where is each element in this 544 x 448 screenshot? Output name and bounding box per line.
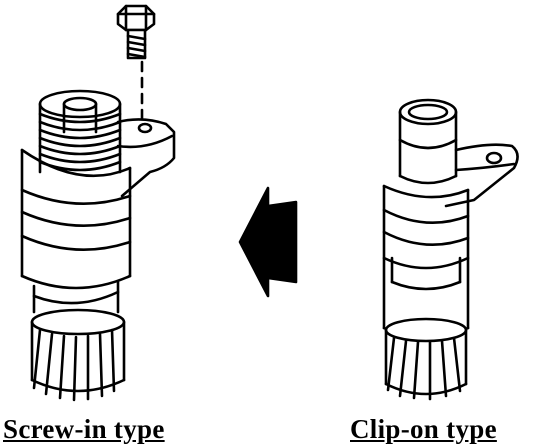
clip-body [382, 184, 470, 340]
screw-in-sensor [20, 4, 176, 402]
arrow-left-icon [238, 186, 298, 298]
caption-screw-in-type: Screw-in type [3, 414, 165, 444]
screw-icon [116, 4, 156, 60]
clip-flange [444, 143, 519, 208]
threaded-top [38, 89, 122, 174]
clip-on-sensor [382, 98, 519, 401]
mounting-flange [116, 118, 176, 198]
tube-top [398, 98, 458, 185]
caption-clip-on-type: Clip-on type [350, 414, 497, 444]
sensor-body [20, 148, 132, 314]
clip-drive-gear [384, 317, 468, 401]
drive-gear [30, 308, 126, 402]
